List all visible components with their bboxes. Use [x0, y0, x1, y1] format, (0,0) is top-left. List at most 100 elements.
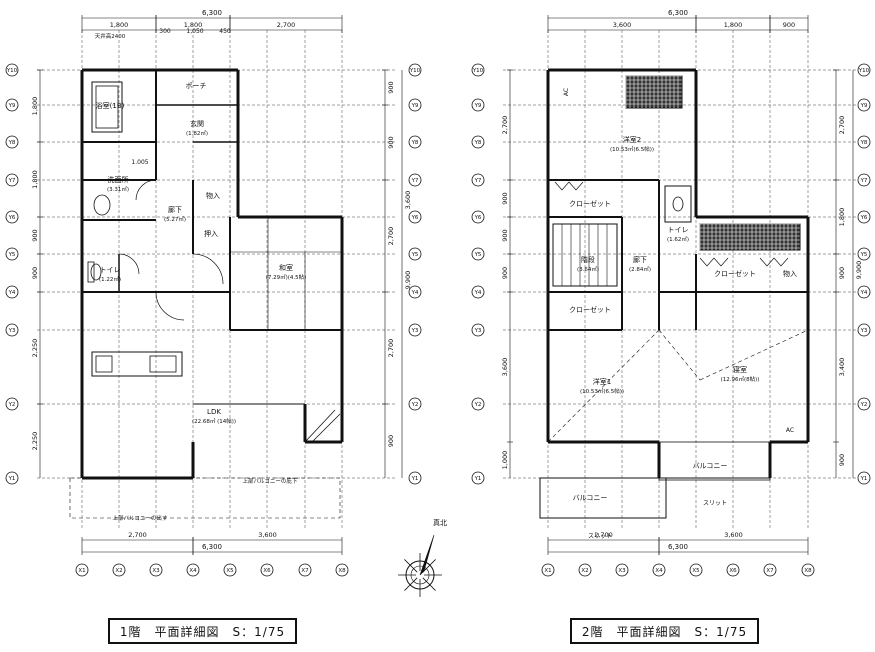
note-ceiling: 天井高2400 — [95, 32, 126, 40]
room-name-1: 浴室(1B) — [96, 101, 125, 110]
row-label-left-Y8-circle — [471, 135, 485, 149]
row-label-right-Y6-circle — [857, 210, 871, 224]
toilet-icon — [90, 263, 102, 281]
row-label-right-Y6: Y6 — [411, 215, 419, 221]
dim-right-label: 900 — [387, 136, 395, 148]
row-label-left-Y2: Y2 — [8, 402, 16, 408]
col-label-X4: X4 — [655, 568, 663, 574]
col-label-X7-circle — [763, 563, 777, 577]
row-label-right-Y7: Y7 — [860, 178, 868, 184]
room-name-11: バルコニー — [573, 494, 608, 502]
closet-door-icon — [699, 257, 729, 267]
closet-door-icon — [759, 257, 789, 267]
room-name-4: 廊下 — [168, 205, 182, 214]
washbasin-icon — [93, 194, 111, 216]
room-area-3: (2.84㎡) — [629, 265, 651, 273]
col-label-X7: X7 — [766, 568, 774, 574]
dim-left-label: 900 — [501, 267, 509, 279]
row-label-right-Y1: Y1 — [411, 476, 419, 482]
room-area-4: (5.27㎡) — [164, 215, 186, 223]
roof-hatch-1 — [625, 75, 683, 109]
dim-right-label: 1,800 — [838, 208, 846, 227]
row-label-left-Y8: Y8 — [474, 140, 482, 146]
dim-right-label: 900 — [838, 267, 846, 279]
row-label-right-Y8: Y8 — [860, 140, 868, 146]
row-label-left-Y1-circle — [471, 471, 485, 485]
col-label-X3-circle — [149, 563, 163, 577]
room-area-2: (3.64㎡) — [577, 265, 599, 273]
row-label-right-Y5-circle — [857, 247, 871, 261]
room-name-3: 洗面所 — [108, 175, 129, 184]
col-label-X3-circle — [615, 563, 629, 577]
room-name-6: 押入 — [204, 229, 218, 238]
north-compass-icon: 真北 — [398, 518, 447, 597]
row-label-right-Y7: Y7 — [411, 178, 419, 184]
row-label-right-Y8: Y8 — [411, 140, 419, 146]
floor1-walls — [80, 68, 344, 480]
row-label-right-Y7-circle — [408, 173, 422, 187]
room-name-8: 洋室1 — [593, 377, 611, 386]
row-label-left-Y3: Y3 — [474, 328, 482, 334]
col-label-X1: X1 — [78, 568, 85, 574]
col-label-X8: X8 — [804, 568, 812, 574]
door-swing-icon — [155, 291, 185, 321]
note-balcony-eave: 上部バルコニーの庇下 — [243, 477, 298, 485]
col-label-X8-circle — [335, 563, 349, 577]
row-label-right-Y7-circle — [857, 173, 871, 187]
toilet-room — [664, 185, 692, 223]
dim-left-label: 2,700 — [501, 116, 509, 135]
col-label-X8: X8 — [338, 568, 346, 574]
dim-left-label: 2,250 — [31, 339, 39, 358]
dim-right-label: 900 — [387, 435, 395, 447]
balcony-2-frame — [658, 441, 771, 481]
room-name-0: ポーチ — [186, 82, 207, 90]
room-area-0: (10.53㎡(6.5帖)) — [610, 145, 654, 153]
room-name-5: 物入 — [206, 191, 220, 200]
dim-right-label: 900 — [838, 454, 846, 466]
row-label-right-Y3-circle — [857, 323, 871, 337]
dim-top-sub-label: 300 — [159, 28, 171, 35]
cooktop-icon — [95, 355, 113, 373]
col-label-X5-circle — [689, 563, 703, 577]
row-label-left-Y3-circle — [5, 323, 19, 337]
room-name-10: バルコニー — [693, 462, 728, 470]
bay-window-line — [304, 409, 336, 443]
room-name-9: 寝室 — [733, 365, 747, 374]
floor1-title: 1階 平面詳細図 S：1/75 — [108, 618, 297, 644]
dim-bottom-seg-label: 3,600 — [724, 531, 743, 539]
note-dimension: 1.005 — [131, 159, 148, 166]
row-label-right-Y3: Y3 — [411, 328, 419, 334]
note-slit: スリット — [703, 500, 727, 507]
room-area-3: (3.31㎡) — [107, 185, 129, 193]
dim-left-label: 900 — [501, 229, 509, 241]
col-label-X2-circle — [112, 563, 126, 577]
row-label-left-Y5-circle — [471, 247, 485, 261]
row-label-left-Y8: Y8 — [8, 140, 16, 146]
dim-bottom-total-label: 6,300 — [202, 543, 222, 551]
col-label-X1-circle — [541, 563, 555, 577]
col-label-X3: X3 — [618, 568, 626, 574]
row-label-right-Y10-circle — [408, 63, 422, 77]
door-swing-icon — [192, 253, 224, 285]
note-balcony-above: 上部バルコニーの出す — [113, 514, 168, 522]
row-label-left-Y5-circle — [5, 247, 19, 261]
row-label-left-Y6-circle — [471, 210, 485, 224]
row-label-right-Y1-circle — [857, 471, 871, 485]
row-label-left-Y2-circle — [5, 397, 19, 411]
row-label-left-Y4-circle — [471, 285, 485, 299]
roof-slope-line — [547, 329, 660, 443]
row-label-left-Y6: Y6 — [8, 215, 16, 221]
row-label-left-Y7-circle — [471, 173, 485, 187]
row-label-left-Y4-circle — [5, 285, 19, 299]
row-label-right-Y4: Y4 — [860, 290, 868, 296]
room-area-8: (10.53㎡(6.5帖)) — [580, 387, 624, 395]
row-label-right-Y8-circle — [408, 135, 422, 149]
compass-ray — [404, 577, 418, 591]
dim-top-seg-label: 1,800 — [184, 21, 203, 29]
row-label-right-Y1-circle — [408, 471, 422, 485]
row-label-left-Y9-circle — [5, 98, 19, 112]
dim-top-total-label: 6,300 — [202, 9, 222, 17]
col-label-X4-circle — [186, 563, 200, 577]
col-label-X7: X7 — [301, 568, 309, 574]
